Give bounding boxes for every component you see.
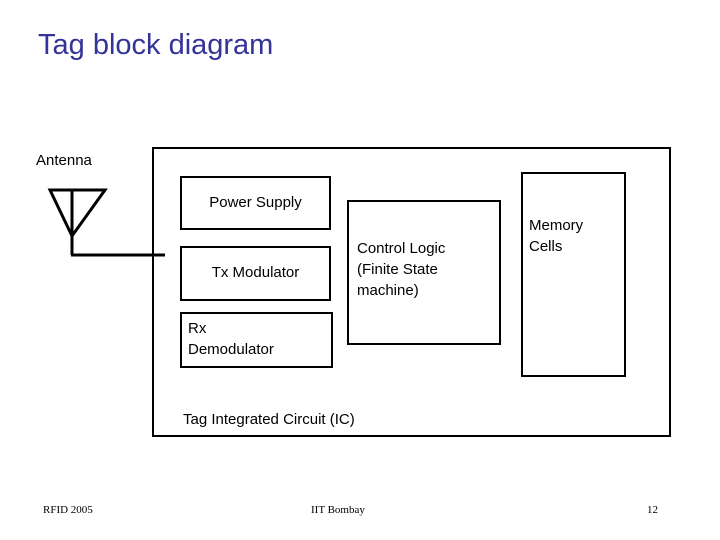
block-control-logic[interactable] xyxy=(347,200,501,345)
block-rx-demodulator-label: Rx Demodulator xyxy=(188,320,274,358)
block-power-supply-label: Power Supply xyxy=(209,194,302,211)
antenna-label: Antenna xyxy=(36,152,92,169)
antenna-triangle-icon xyxy=(47,188,165,257)
block-tx-modulator-label: Tx Modulator xyxy=(211,264,300,281)
tag-ic-caption: Tag Integrated Circuit (IC) xyxy=(183,411,355,428)
footer-center-text: IIT Bombay xyxy=(311,504,365,516)
page-title: Tag block diagram xyxy=(38,29,274,61)
block-rx-demodulator[interactable] xyxy=(180,312,333,368)
tag-ic-boundary-box xyxy=(152,147,671,437)
block-memory-cells[interactable] xyxy=(521,172,626,377)
antenna-triangle-shape xyxy=(47,188,108,239)
block-memory-cells-label: Memory Cells xyxy=(529,217,584,255)
block-control-logic-label: Control Logic (Finite State machine) xyxy=(357,240,446,299)
footer-left-text: RFID 2005 xyxy=(43,504,93,516)
block-power-supply[interactable] xyxy=(180,176,331,230)
footer-page-number: 12 xyxy=(647,504,658,516)
block-tx-modulator[interactable] xyxy=(180,246,331,301)
